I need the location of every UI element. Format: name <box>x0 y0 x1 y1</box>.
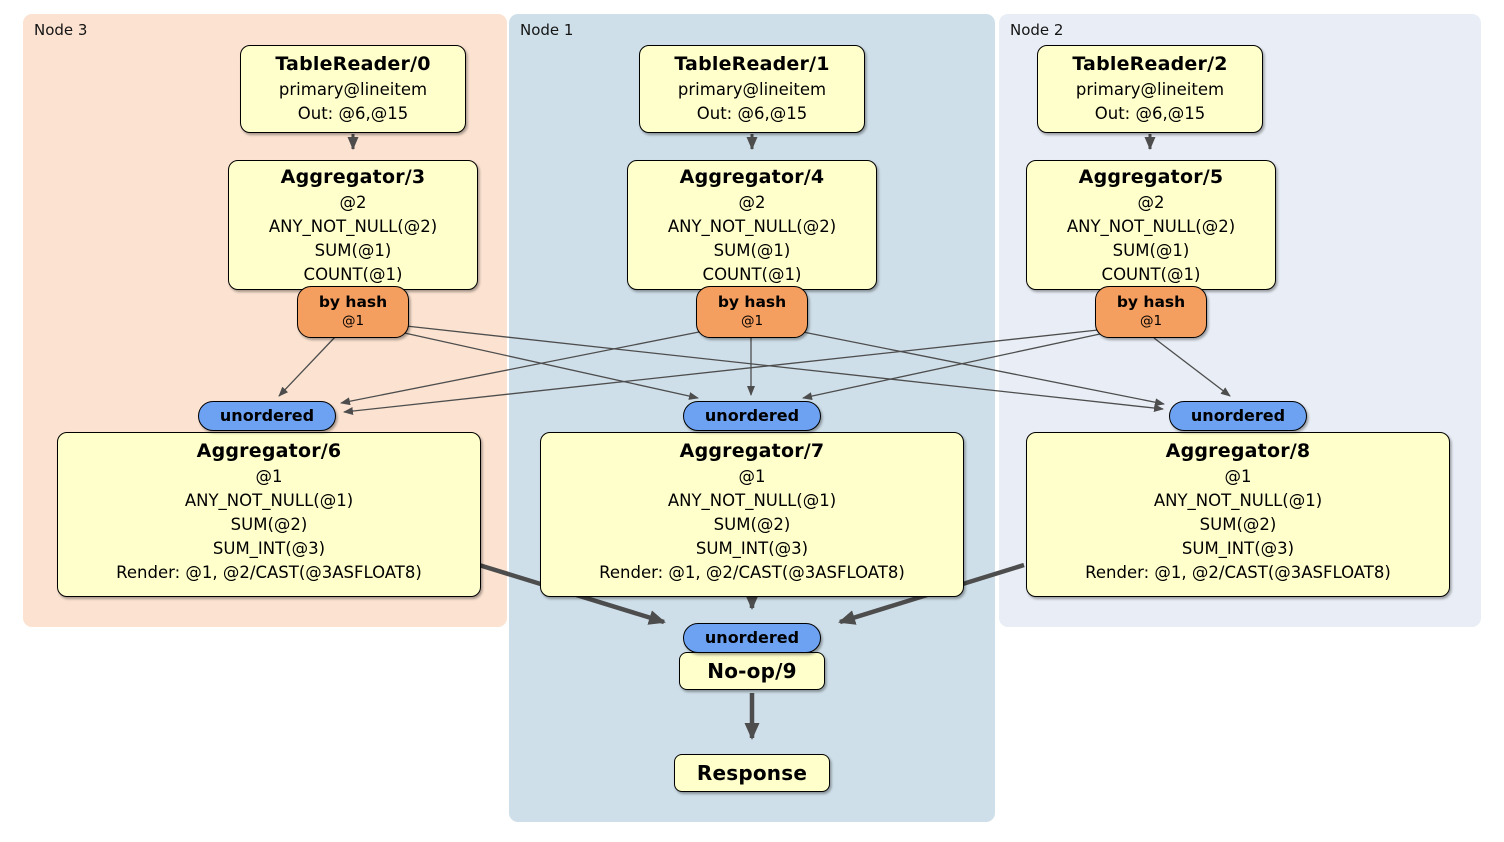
region-label-node-2: Node 2 <box>1010 21 1064 39</box>
sync-label: unordered <box>704 406 800 425</box>
sync-label: unordered <box>704 628 800 647</box>
processor-detail: SUM(@2) <box>230 515 308 534</box>
processor-detail: primary@lineitem <box>677 80 827 99</box>
processor-detail: COUNT(@1) <box>1101 265 1201 284</box>
router-title: by hash <box>1116 293 1186 311</box>
processor-title: Aggregator/6 <box>196 440 342 462</box>
processor-detail: SUM(@2) <box>713 515 791 534</box>
processor-title: TableReader/1 <box>674 53 830 75</box>
processor-detail: Render: @1, @2/CAST(@3ASFLOAT8) <box>599 563 905 582</box>
processor-detail: @1 <box>738 467 766 486</box>
processor-aggregator-7: Aggregator/7 @1 ANY_NOT_NULL(@1) SUM(@2)… <box>540 432 964 597</box>
processor-title: TableReader/2 <box>1072 53 1228 75</box>
sync-unordered-9: unordered <box>683 623 821 653</box>
router-title: by hash <box>717 293 787 311</box>
processor-aggregator-6: Aggregator/6 @1 ANY_NOT_NULL(@1) SUM(@2)… <box>57 432 481 597</box>
processor-title: TableReader/0 <box>275 53 431 75</box>
router-columns: @1 <box>1139 313 1163 329</box>
processor-noop-9: No-op/9 <box>679 652 825 690</box>
router-columns: @1 <box>341 313 365 329</box>
region-label-node-3: Node 3 <box>34 21 88 39</box>
processor-tablereader-2: TableReader/2 primary@lineitem Out: @6,@… <box>1037 45 1263 133</box>
processor-detail: ANY_NOT_NULL(@1) <box>1153 491 1323 510</box>
processor-detail: SUM(@1) <box>1112 241 1190 260</box>
edge-byhash4-unordered8 <box>802 331 1165 407</box>
processor-detail: @2 <box>1137 193 1165 212</box>
processor-detail: SUM(@1) <box>713 241 791 260</box>
processor-detail: ANY_NOT_NULL(@2) <box>268 217 438 236</box>
processor-tablereader-1: TableReader/1 primary@lineitem Out: @6,@… <box>639 45 865 133</box>
processor-response: Response <box>674 754 830 792</box>
processor-aggregator-3: Aggregator/3 @2 ANY_NOT_NULL(@2) SUM(@1)… <box>228 160 478 290</box>
processor-detail: Render: @1, @2/CAST(@3ASFLOAT8) <box>116 563 422 582</box>
processor-tablereader-0: TableReader/0 primary@lineitem Out: @6,@… <box>240 45 466 133</box>
processor-detail: Out: @6,@15 <box>1094 104 1206 123</box>
processor-aggregator-5: Aggregator/5 @2 ANY_NOT_NULL(@2) SUM(@1)… <box>1026 160 1276 290</box>
processor-detail: SUM(@2) <box>1199 515 1277 534</box>
region-label-node-1: Node 1 <box>520 21 574 39</box>
edge-byhash5-unordered6 <box>343 329 1099 416</box>
processor-detail: SUM_INT(@3) <box>212 539 326 558</box>
processor-title: Aggregator/5 <box>1078 166 1224 188</box>
edge-byhash4-unordered6 <box>340 331 700 406</box>
processor-title: Aggregator/7 <box>679 440 825 462</box>
processor-detail: SUM_INT(@3) <box>1181 539 1295 558</box>
sync-unordered-8: unordered <box>1169 401 1307 431</box>
processor-detail: primary@lineitem <box>1075 80 1225 99</box>
processor-detail: @2 <box>738 193 766 212</box>
processor-detail: @2 <box>339 193 367 212</box>
processor-title: No-op/9 <box>707 659 797 683</box>
router-by-hash-3: by hash @1 <box>297 286 409 338</box>
router-title: by hash <box>318 293 388 311</box>
processor-detail: ANY_NOT_NULL(@1) <box>184 491 354 510</box>
router-by-hash-5: by hash @1 <box>1095 286 1207 338</box>
router-columns: @1 <box>740 313 764 329</box>
edge-byhash3-unordered8 <box>405 325 1164 412</box>
processor-detail: COUNT(@1) <box>303 265 403 284</box>
edge-byhash3-unordered6 <box>278 335 337 397</box>
processor-detail: ANY_NOT_NULL(@2) <box>1066 217 1236 236</box>
processor-title: Response <box>696 761 808 785</box>
processor-detail: Render: @1, @2/CAST(@3ASFLOAT8) <box>1085 563 1391 582</box>
edge-byhash5-unordered7 <box>802 333 1101 401</box>
processor-detail: @1 <box>1224 467 1252 486</box>
processor-detail: @1 <box>255 467 283 486</box>
processor-detail: SUM(@1) <box>314 241 392 260</box>
processor-detail: primary@lineitem <box>278 80 428 99</box>
edge-byhash3-unordered7 <box>399 331 699 400</box>
processor-title: Aggregator/3 <box>280 166 426 188</box>
processor-detail: ANY_NOT_NULL(@1) <box>667 491 837 510</box>
edge-byhash5-unordered8 <box>1153 337 1231 397</box>
processor-detail: SUM_INT(@3) <box>695 539 809 558</box>
sync-unordered-7: unordered <box>683 401 821 431</box>
processor-detail: Out: @6,@15 <box>696 104 808 123</box>
processor-detail: Out: @6,@15 <box>297 104 409 123</box>
sync-label: unordered <box>219 406 315 425</box>
sync-label: unordered <box>1190 406 1286 425</box>
processor-title: Aggregator/4 <box>679 166 825 188</box>
sync-unordered-6: unordered <box>198 401 336 431</box>
processor-detail: ANY_NOT_NULL(@2) <box>667 217 837 236</box>
processor-title: Aggregator/8 <box>1165 440 1311 462</box>
processor-detail: COUNT(@1) <box>702 265 802 284</box>
processor-aggregator-8: Aggregator/8 @1 ANY_NOT_NULL(@1) SUM(@2)… <box>1026 432 1450 597</box>
processor-aggregator-4: Aggregator/4 @2 ANY_NOT_NULL(@2) SUM(@1)… <box>627 160 877 290</box>
router-by-hash-4: by hash @1 <box>696 286 808 338</box>
